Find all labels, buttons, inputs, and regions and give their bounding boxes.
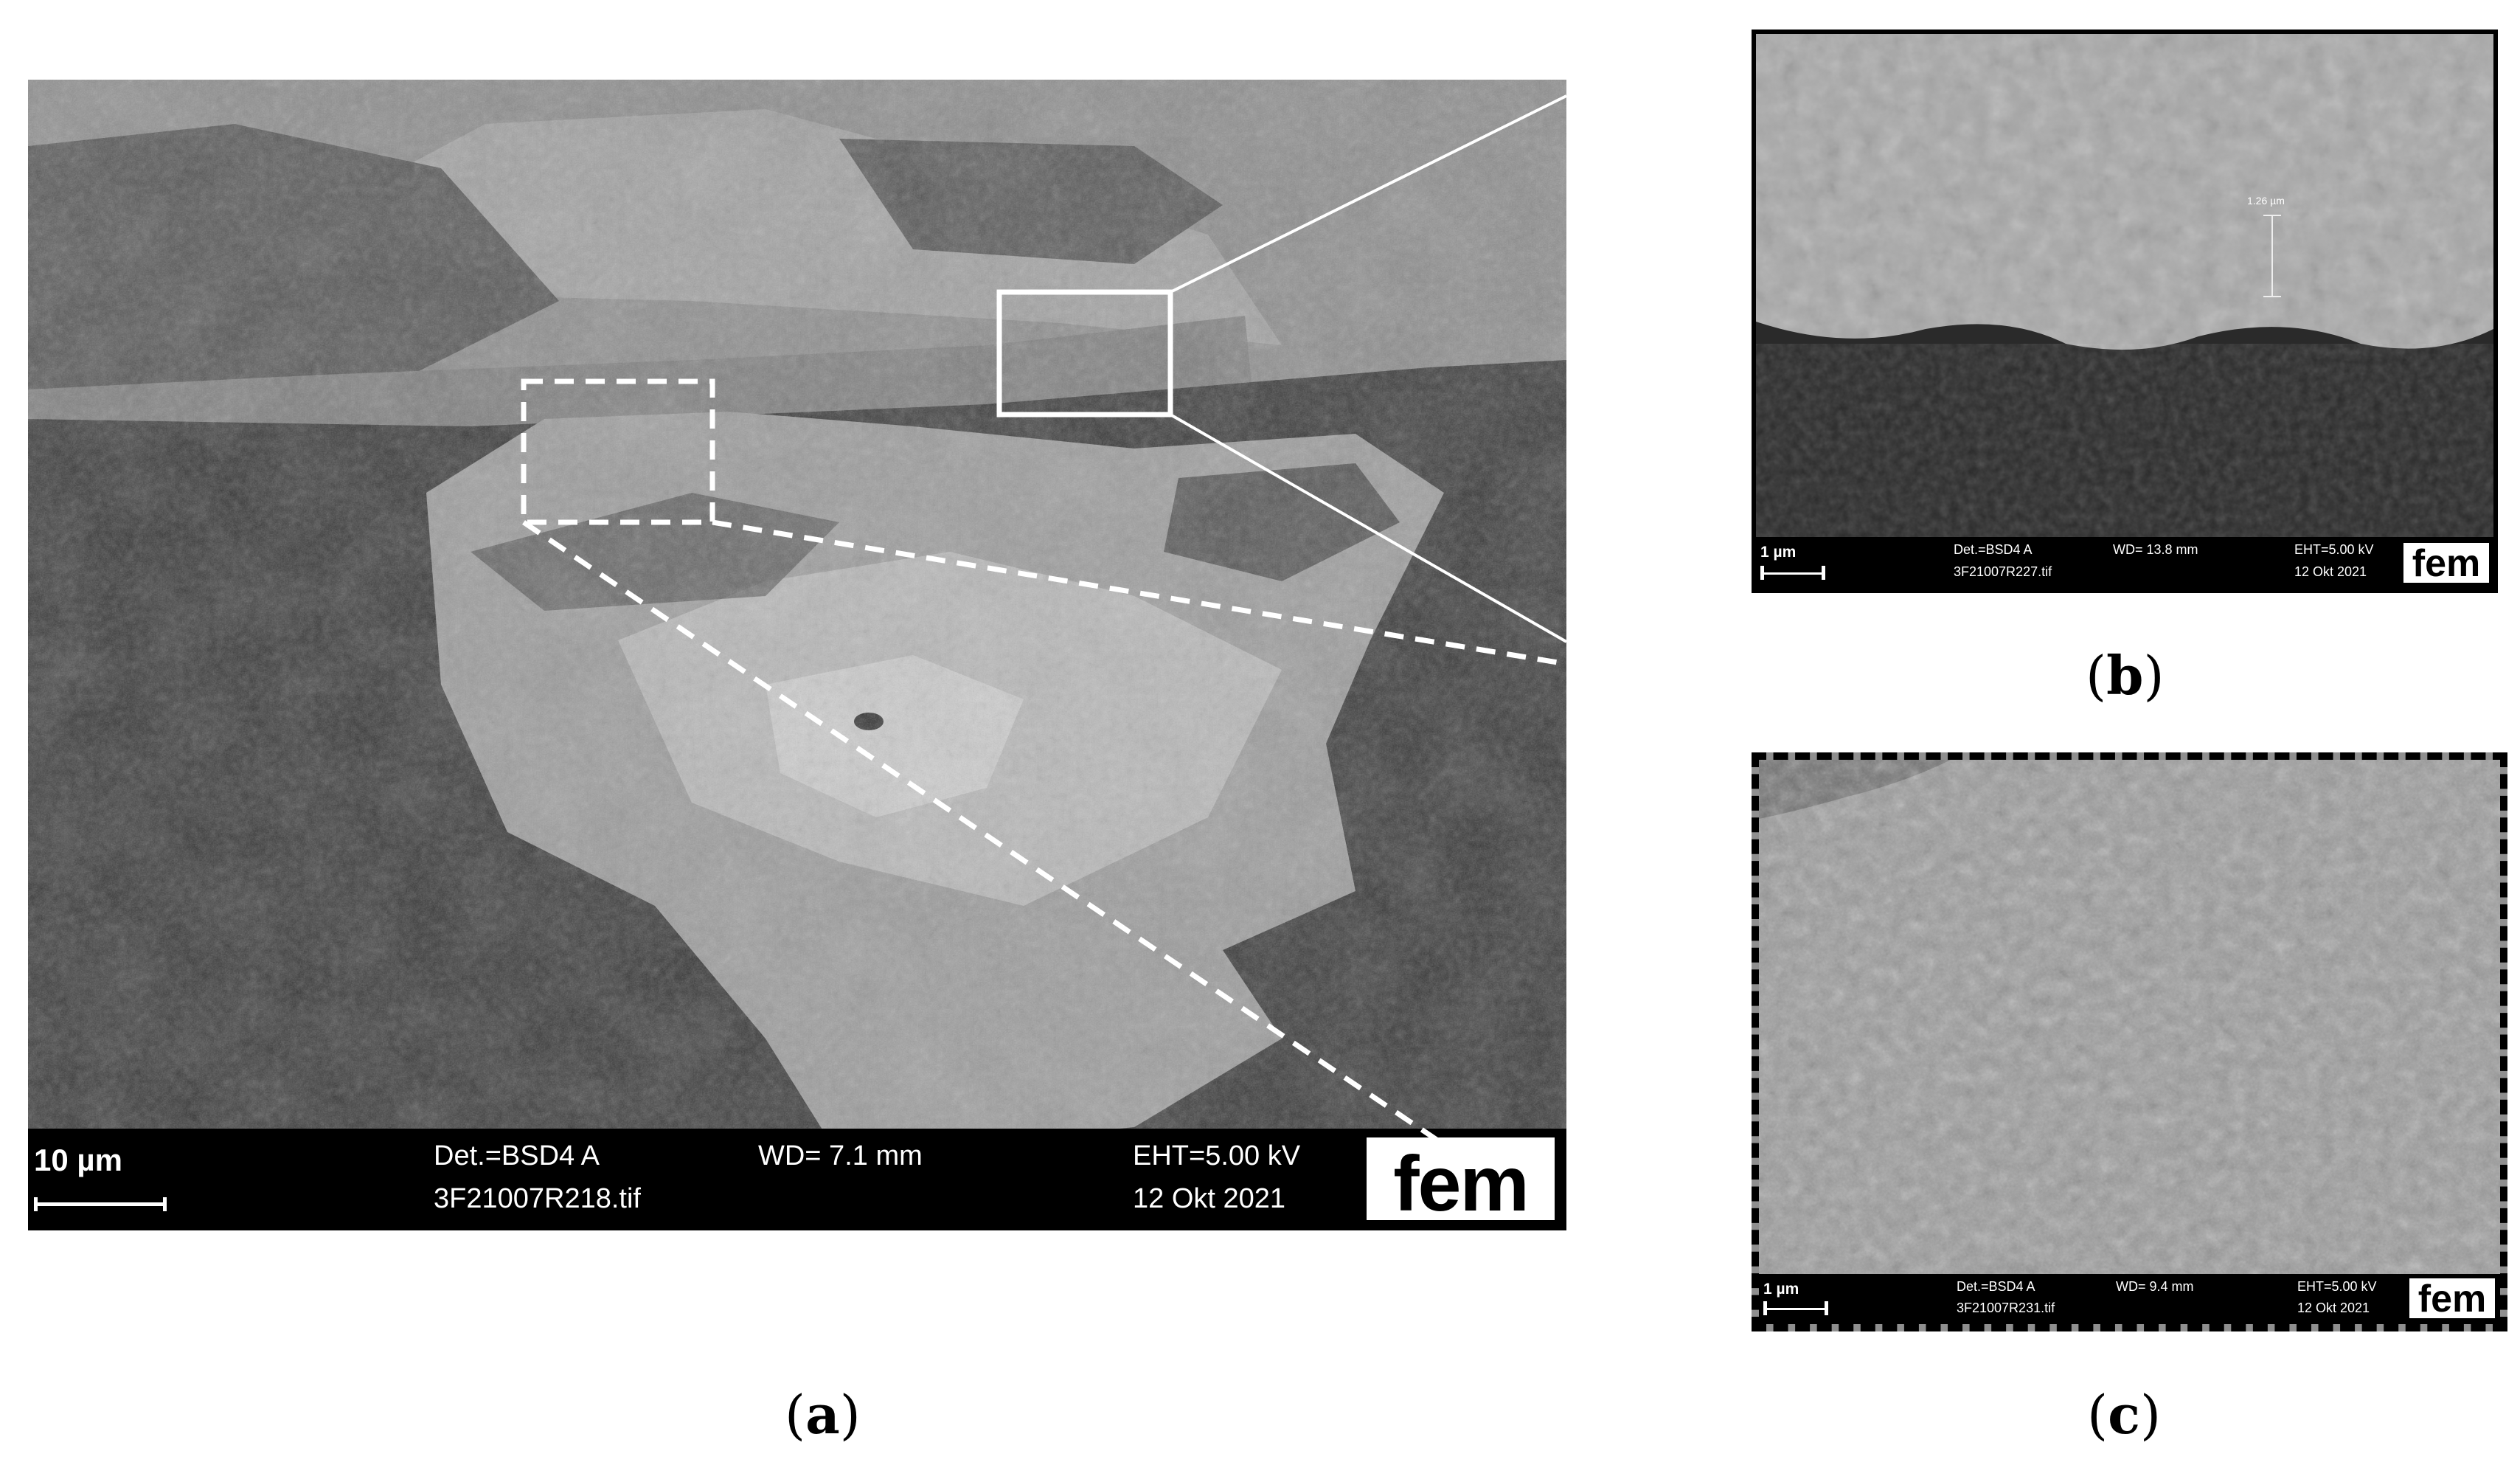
eht-label: EHT=5.00 kV <box>1133 1140 1301 1171</box>
detector-label: Det.=BSD4 A <box>1954 542 2033 557</box>
date-label: 12 Okt 2021 <box>2294 564 2367 579</box>
scale-label: 1 µm <box>1763 1281 1799 1298</box>
info-bar-a: 10 µm Det.=BSD4 A 3F21007R218.tif WD= 7.… <box>28 1129 1566 1230</box>
filename-label: 3F21007R218.tif <box>434 1183 641 1214</box>
eht-label: EHT=5.00 kV <box>2294 542 2374 557</box>
scale-bar <box>1763 1301 1828 1315</box>
sem-image-a <box>28 80 1566 1230</box>
scale-label: 10 µm <box>34 1143 122 1177</box>
panel-a: 10 µm Det.=BSD4 A 3F21007R218.tif WD= 7.… <box>28 80 1566 1230</box>
working-distance-label: WD= 13.8 mm <box>2113 542 2198 557</box>
caption-b: (b) <box>2086 644 2165 707</box>
caption-c: (c) <box>2087 1383 2162 1446</box>
detector-label: Det.=BSD4 A <box>1957 1279 2035 1294</box>
info-bar-b: 1 µm Det.=BSD4 A 3F21007R227.tif WD= 13.… <box>1756 537 2493 589</box>
date-label: 12 Okt 2021 <box>2297 1301 2370 1315</box>
working-distance-label: WD= 9.4 mm <box>2116 1279 2194 1294</box>
fem-logo: fem <box>2403 543 2489 583</box>
filename-label: 3F21007R227.tif <box>1954 564 2052 579</box>
filename-label: 3F21007R231.tif <box>1957 1301 2055 1315</box>
date-label: 12 Okt 2021 <box>1133 1183 1286 1214</box>
panel-c: 1 µm Det.=BSD4 A 3F21007R231.tif WD= 9.4… <box>1752 752 2507 1331</box>
panel-b: 1.26 µm 1 µm Det.=BSD4 A 3F21007R227.tif… <box>1752 30 2498 593</box>
scale-bar <box>1760 566 1825 580</box>
caption-a: (a) <box>785 1383 861 1446</box>
sem-image-b <box>1756 34 2493 589</box>
working-distance-label: WD= 7.1 mm <box>758 1140 923 1171</box>
fem-logo: fem <box>2409 1278 2495 1318</box>
scale-label: 1 µm <box>1760 544 1797 561</box>
info-bar-c: 1 µm Det.=BSD4 A 3F21007R231.tif WD= 9.4… <box>1759 1274 2500 1324</box>
fem-logo: fem <box>1367 1137 1555 1220</box>
scale-bar <box>34 1197 167 1211</box>
measurement-label: 1.26 µm <box>2247 195 2285 207</box>
detector-label: Det.=BSD4 A <box>434 1140 600 1171</box>
eht-label: EHT=5.00 kV <box>2297 1279 2377 1294</box>
sem-image-c <box>1759 760 2500 1324</box>
